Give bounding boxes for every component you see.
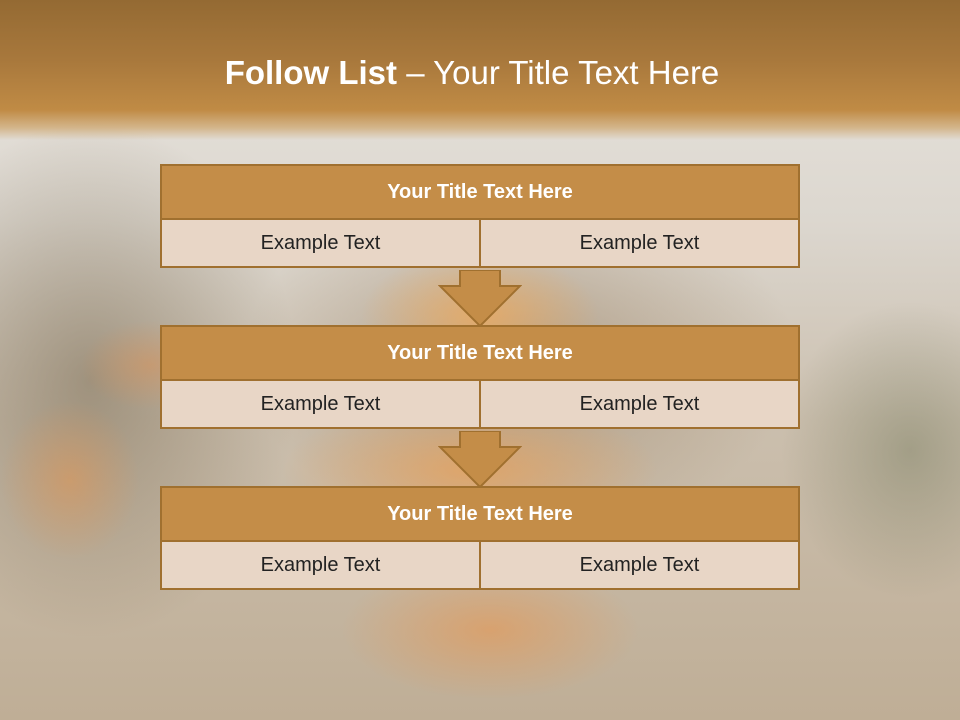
flow-step-cell-left[interactable]: Example Text <box>160 218 481 268</box>
flow-step-row: Example Text Example Text <box>160 379 800 429</box>
background-tree-right <box>780 300 960 600</box>
flow-step-title[interactable]: Your Title Text Here <box>160 486 800 542</box>
background-fire <box>0 400 140 560</box>
flow-step-cell-left[interactable]: Example Text <box>160 379 481 429</box>
flow-step-cell-right[interactable]: Example Text <box>479 379 800 429</box>
flow-step-cell-right[interactable]: Example Text <box>479 540 800 590</box>
flow-step-row: Example Text Example Text <box>160 540 800 590</box>
flow-step-1[interactable]: Your Title Text Here Example Text Exampl… <box>160 164 800 268</box>
header-band <box>0 0 960 140</box>
flow-step-title[interactable]: Your Title Text Here <box>160 164 800 220</box>
flow-step-2[interactable]: Your Title Text Here Example Text Exampl… <box>160 325 800 429</box>
down-arrow-icon <box>438 431 522 489</box>
down-arrow-icon <box>438 270 522 328</box>
slide-title-bold: Follow List <box>224 54 398 91</box>
slide-title-rest: – Your Title Text Here <box>397 54 720 91</box>
flow-step-cell-right[interactable]: Example Text <box>479 218 800 268</box>
flow-step-row: Example Text Example Text <box>160 218 800 268</box>
flow-step-cell-left[interactable]: Example Text <box>160 540 481 590</box>
flow-step-3[interactable]: Your Title Text Here Example Text Exampl… <box>160 486 800 590</box>
flow-step-title[interactable]: Your Title Text Here <box>160 325 800 381</box>
slide-title[interactable]: Follow List – Your Title Text Here <box>0 54 944 92</box>
